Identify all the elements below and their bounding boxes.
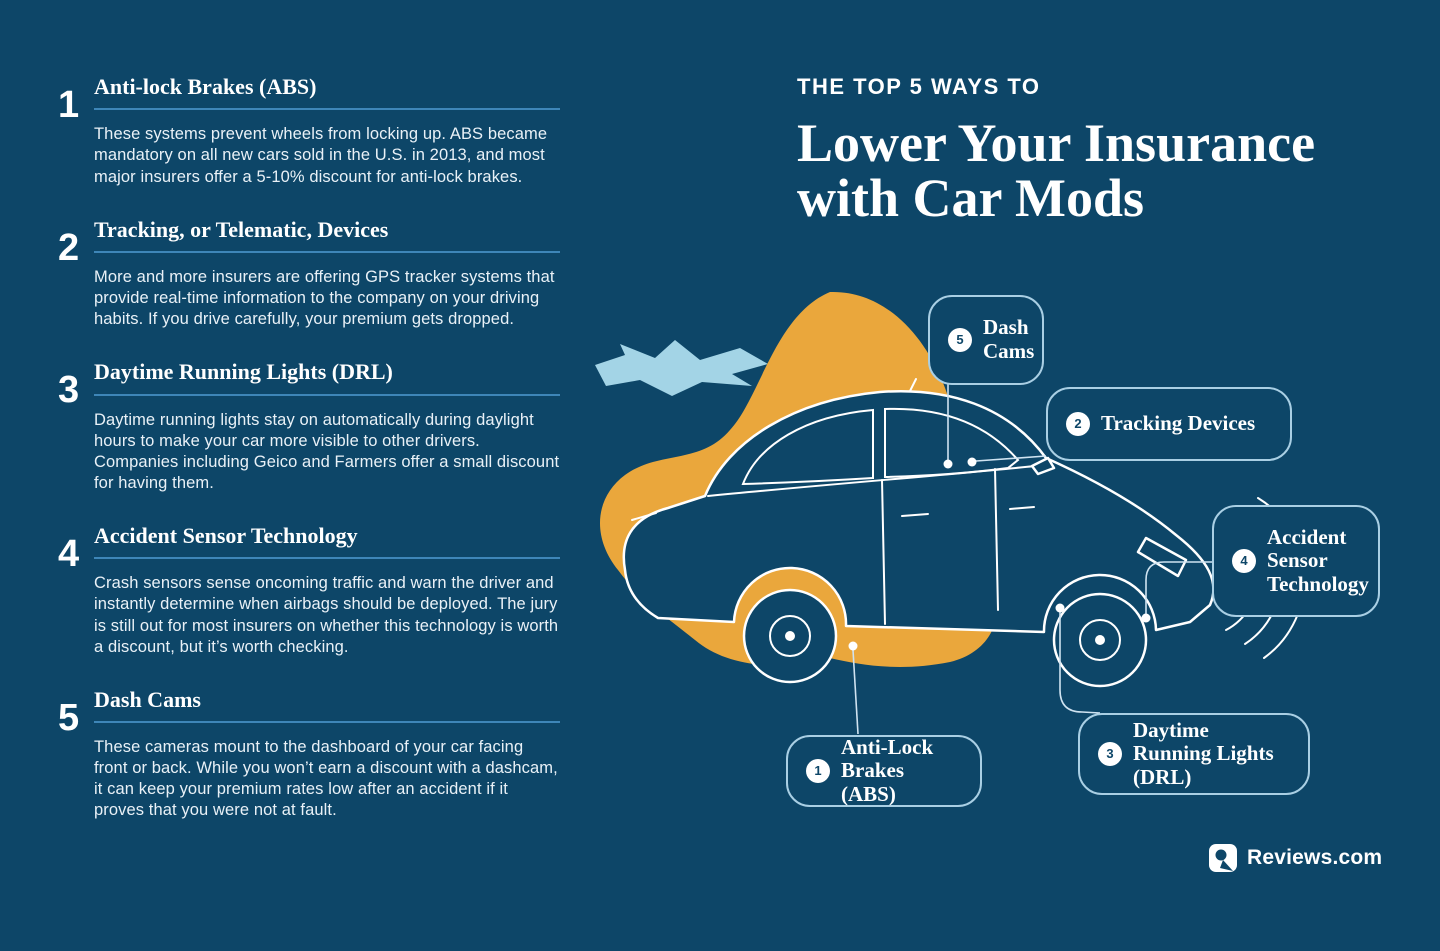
- callout-number-badge: 3: [1098, 742, 1122, 766]
- callout-label: Dash Cams: [983, 315, 1035, 363]
- tip-body: Daytime running lights stay on automatic…: [94, 410, 560, 492]
- paint-splash-shape: [595, 340, 768, 396]
- connector-dot-accident-sensor: [1141, 613, 1151, 623]
- car-illustration: [595, 291, 1305, 735]
- front-wheel-rim: [1079, 619, 1121, 661]
- car-body-shape: [622, 390, 1215, 634]
- car-door-handle-rear: [901, 513, 929, 517]
- tip-item-1: 1 Anti-lock Brakes (ABS) These systems p…: [58, 74, 560, 188]
- rear-wheel-rim: [769, 615, 811, 657]
- tip-item-3: 3 Daytime Running Lights (DRL) Daytime r…: [58, 359, 560, 494]
- connector-dot-drl: [1055, 603, 1065, 613]
- tip-body: These systems prevent wheels from lockin…: [94, 125, 548, 186]
- callout-label: Accident Sensor Technology: [1267, 524, 1369, 596]
- tip-body: Crash sensors sense oncoming traffic and…: [94, 574, 559, 656]
- callout-number-badge: 2: [1066, 412, 1090, 436]
- tips-list: 1 Anti-lock Brakes (ABS) These systems p…: [58, 74, 560, 850]
- car-door-seam-front: [994, 468, 999, 611]
- tip-content: Anti-lock Brakes (ABS) These systems pre…: [94, 74, 560, 188]
- page-title: Lower Your Insurance with Car Mods: [797, 113, 1397, 229]
- tip-number: 4: [58, 532, 80, 575]
- callout-daytime-running-lights: 3 Daytime Running Lights (DRL): [1078, 713, 1310, 795]
- tip-number: 3: [58, 369, 80, 412]
- tip-heading: Tracking, or Telematic, Devices: [94, 216, 389, 242]
- tip-body: These cameras mount to the dashboard of …: [94, 738, 558, 820]
- tip-heading: Dash Cams: [94, 686, 201, 712]
- car-door-seam-rear: [881, 479, 886, 625]
- tip-content: Accident Sensor Technology Crash sensors…: [94, 523, 560, 658]
- connector-drl: [1059, 612, 1101, 714]
- car-side-mirror: [1030, 456, 1056, 476]
- callout-label: Tracking Devices: [1101, 411, 1256, 436]
- tip-content: Daytime Running Lights (DRL) Daytime run…: [94, 359, 560, 494]
- car-taillight: [631, 512, 657, 521]
- connector-dot-abs: [848, 641, 858, 651]
- tip-item-4: 4 Accident Sensor Technology Crash senso…: [58, 523, 560, 658]
- tip-divider: [94, 393, 560, 396]
- callout-anti-lock-brakes: 1 Anti-Lock Brakes (ABS): [786, 735, 982, 807]
- connector-accident-sensor: [1145, 561, 1212, 614]
- callout-label: Anti-Lock Brakes (ABS): [841, 734, 934, 806]
- tip-heading: Daytime Running Lights (DRL): [94, 359, 393, 385]
- callout-accident-sensor: 4 Accident Sensor Technology: [1212, 505, 1380, 617]
- brand-footer: Reviews.com: [1208, 843, 1382, 873]
- car-headlight: [1136, 536, 1188, 578]
- page-title-line2: with Car Mods: [797, 168, 1145, 229]
- car-rear-window: [741, 408, 874, 486]
- tip-heading: Anti-lock Brakes (ABS): [94, 74, 317, 99]
- tip-divider: [94, 557, 560, 560]
- car-belt-line: [707, 465, 1036, 497]
- callout-number-badge: 1: [806, 759, 830, 783]
- tip-content: Dash Cams These cameras mount to the das…: [94, 687, 560, 822]
- tip-divider: [94, 721, 560, 724]
- callout-dash-cams: 5 Dash Cams: [928, 295, 1044, 385]
- tip-item-5: 5 Dash Cams These cameras mount to the d…: [58, 687, 560, 822]
- tip-divider: [94, 250, 560, 253]
- callout-label: Daytime Running Lights (DRL): [1133, 717, 1274, 789]
- tip-heading: Accident Sensor Technology: [94, 522, 358, 548]
- car-antenna: [909, 378, 917, 392]
- tip-number: 1: [58, 84, 80, 126]
- rear-wheel-hub: [785, 631, 795, 641]
- callout-number-badge: 4: [1232, 549, 1256, 573]
- callout-number-badge: 5: [948, 328, 972, 352]
- tip-item-2: 2 Tracking, or Telematic, Devices More a…: [58, 217, 560, 331]
- tip-number: 5: [58, 696, 80, 739]
- connector-abs: [852, 649, 859, 735]
- header-kicker: THE TOP 5 WAYS TO: [797, 74, 1041, 99]
- connector-dot-dash-cams: [943, 459, 953, 469]
- car-outline: [622, 378, 1305, 688]
- tip-number: 2: [58, 226, 80, 269]
- callout-connectors: [848, 384, 1212, 735]
- reviews-logo-icon: [1209, 844, 1237, 872]
- car-front-window: [884, 407, 1020, 479]
- tip-content: Tracking, or Telematic, Devices More and…: [94, 217, 560, 331]
- header: THE TOP 5 WAYS TO Lower Your Insurance w…: [797, 74, 1397, 226]
- callout-tracking-devices: 2 Tracking Devices: [1046, 387, 1292, 461]
- car-door-handle-front: [1009, 506, 1035, 510]
- connector-tracking-devices: [975, 455, 1047, 462]
- brand-name: Reviews.com: [1247, 846, 1383, 869]
- tip-body: More and more insurers are offering GPS …: [94, 267, 555, 329]
- connector-dot-tracking-devices: [967, 457, 977, 467]
- front-wheel-hub: [1095, 635, 1105, 645]
- tip-divider: [94, 108, 560, 111]
- page-title-line1: Lower Your Insurance: [797, 113, 1316, 173]
